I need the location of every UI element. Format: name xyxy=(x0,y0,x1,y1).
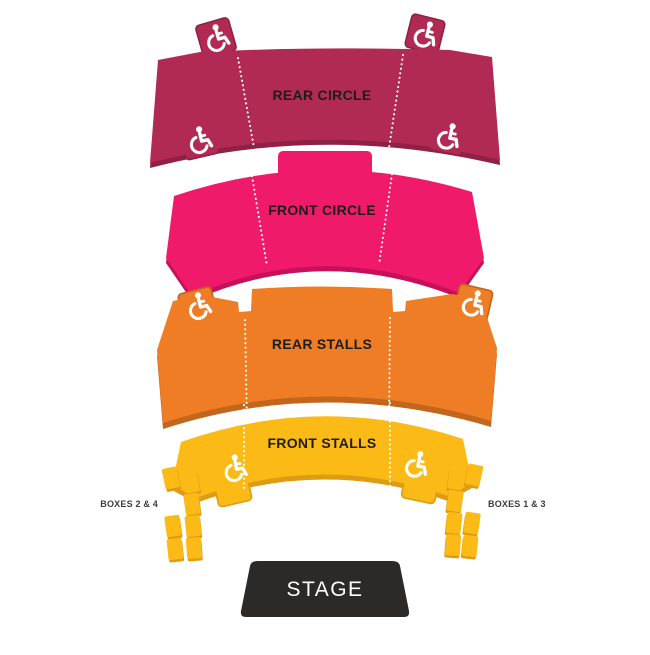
boxes-left-label: BOXES 2 & 4 xyxy=(100,499,158,509)
boxes-right-label: BOXES 1 & 3 xyxy=(488,499,546,509)
box-block[interactable] xyxy=(182,470,201,496)
stage-shape xyxy=(240,561,410,617)
aisle-line xyxy=(388,54,404,149)
stage-label: STAGE xyxy=(286,578,363,601)
box-block[interactable] xyxy=(460,534,479,560)
front-circle-shape xyxy=(166,169,484,296)
aisle-line xyxy=(251,175,268,267)
aisle-line xyxy=(388,317,391,424)
boxes-right: BOXES 1 & 3 xyxy=(444,463,546,560)
section-rear-stalls[interactable]: REAR STALLS xyxy=(157,282,497,429)
box-block[interactable] xyxy=(183,492,202,518)
box-block[interactable] xyxy=(444,534,462,559)
front-circle-label: FRONT CIRCLE xyxy=(268,202,376,218)
boxes-left: BOXES 2 & 4 xyxy=(100,466,203,563)
section-rear-circle[interactable]: REAR CIRCLE xyxy=(150,12,500,168)
aisle-line xyxy=(237,57,255,149)
box-block[interactable] xyxy=(463,463,484,489)
rear-stalls-label: REAR STALLS xyxy=(272,336,372,352)
rear-circle-label: REAR CIRCLE xyxy=(273,87,372,103)
section-front-circle[interactable]: FRONT CIRCLE xyxy=(166,151,484,301)
box-block[interactable] xyxy=(185,537,203,562)
wheelchair-pad[interactable] xyxy=(403,12,447,56)
box-block[interactable] xyxy=(164,514,183,540)
stage: STAGE xyxy=(240,561,410,617)
box-block[interactable] xyxy=(166,537,185,563)
aisle-line xyxy=(378,173,393,266)
front-stalls-shape xyxy=(172,416,472,498)
box-block[interactable] xyxy=(445,489,464,515)
rear-circle-shape xyxy=(150,48,500,163)
box-block[interactable] xyxy=(184,514,203,540)
rear-stalls-shape xyxy=(157,286,497,423)
box-block[interactable] xyxy=(446,467,465,493)
section-front-stalls[interactable]: FRONT STALLS xyxy=(172,402,472,509)
box-block[interactable] xyxy=(161,466,182,492)
box-block[interactable] xyxy=(462,511,481,537)
aisle-line xyxy=(244,319,248,425)
box-block[interactable] xyxy=(444,511,463,537)
front-stalls-label: FRONT STALLS xyxy=(267,435,376,451)
